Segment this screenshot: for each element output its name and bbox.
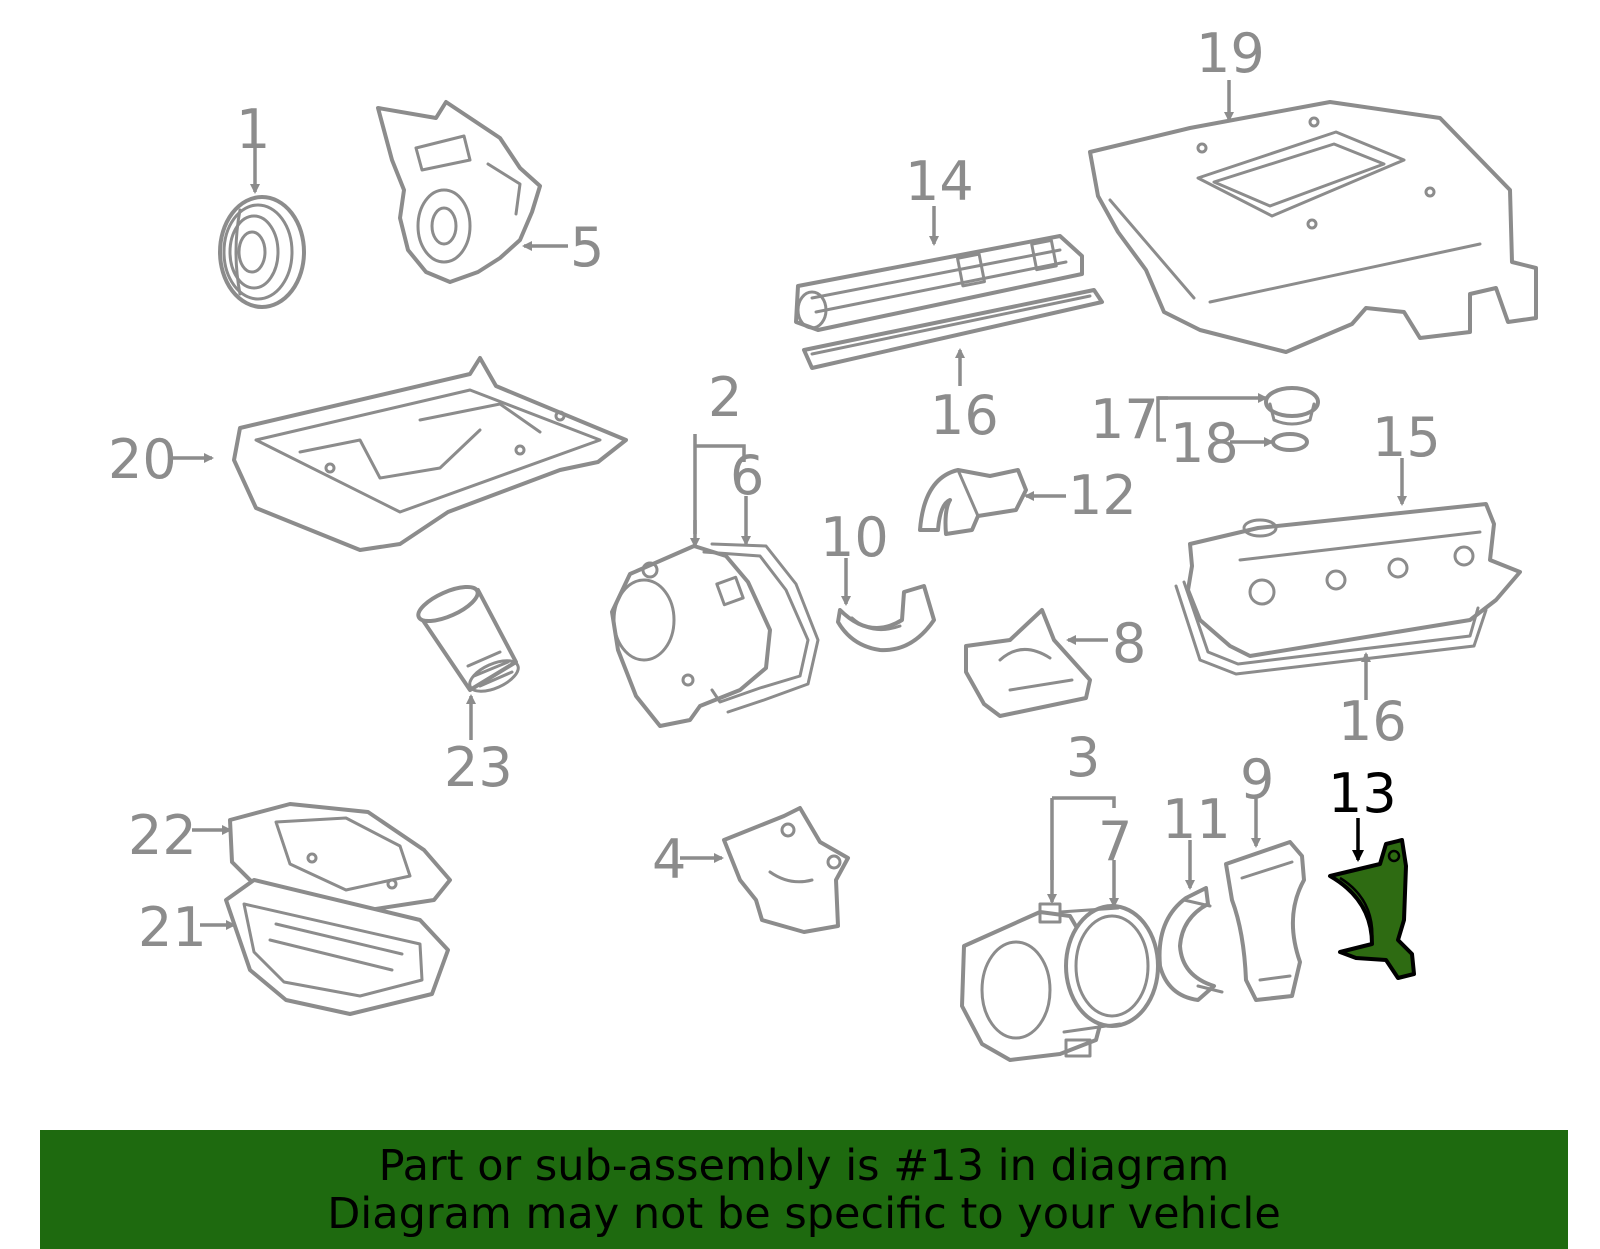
part-6-belt-cover-gasket[interactable] — [702, 542, 820, 714]
leader-17-18 — [1156, 393, 1274, 447]
part-21-lower-oil-pan[interactable] — [224, 878, 450, 1016]
callout-2: 2 — [708, 366, 742, 429]
callout-9: 9 — [1240, 748, 1274, 811]
part-8-bracket[interactable] — [964, 608, 1092, 718]
part-14-cover[interactable] — [794, 234, 1084, 332]
callout-22: 22 — [128, 804, 197, 867]
callout-1: 1 — [236, 98, 270, 161]
part-13-highlighted-bracket[interactable] — [1328, 838, 1416, 980]
info-banner: Part or sub-assembly is #13 in diagram D… — [40, 1130, 1568, 1249]
callout-7: 7 — [1098, 810, 1132, 873]
leader-3-7 — [1047, 796, 1119, 908]
part-16-gasket-upper[interactable] — [802, 288, 1104, 370]
banner-line-part: Part or sub-assembly is #13 in diagram — [378, 1140, 1230, 1191]
part-12-bracket[interactable] — [918, 468, 1028, 536]
callout-18: 18 — [1170, 412, 1239, 475]
callout-14: 14 — [905, 150, 974, 213]
callout-4: 4 — [652, 828, 686, 891]
callout-23: 23 — [444, 736, 513, 799]
callout-15: 15 — [1372, 406, 1441, 469]
part-9-bracket[interactable] — [1224, 840, 1306, 1002]
callout-3: 3 — [1066, 726, 1100, 789]
part-20-oil-pan[interactable] — [232, 356, 628, 552]
callout-16-upper: 16 — [930, 384, 999, 447]
callout-6: 6 — [730, 444, 764, 507]
callout-11: 11 — [1162, 788, 1231, 851]
callout-5: 5 — [570, 216, 604, 279]
part-23-oil-filter[interactable] — [414, 580, 523, 698]
callout-21: 21 — [138, 896, 207, 959]
callout-12: 12 — [1068, 464, 1137, 527]
part-19-engine-cover[interactable] — [1088, 100, 1538, 354]
part-18-cap-gasket[interactable] — [1271, 432, 1309, 452]
banner-line-disclaimer: Diagram may not be specific to your vehi… — [327, 1188, 1281, 1239]
part-17-oil-cap[interactable] — [1264, 386, 1320, 426]
part-16-gasket-lower[interactable] — [1174, 580, 1488, 676]
callout-16-lower: 16 — [1338, 690, 1407, 753]
callout-17: 17 — [1090, 388, 1159, 451]
callout-19: 19 — [1196, 22, 1265, 85]
callout-13: 13 — [1328, 762, 1397, 825]
part-11-bearing[interactable] — [1157, 886, 1224, 1002]
leader-2-6 — [690, 434, 751, 548]
part-10-bearing-cap[interactable] — [836, 584, 936, 653]
part-2-belt-cover[interactable] — [610, 544, 772, 728]
part-5-timing-cover[interactable] — [376, 100, 542, 284]
part-4-bracket[interactable] — [722, 806, 850, 934]
callout-20: 20 — [108, 428, 177, 491]
callout-8: 8 — [1112, 612, 1146, 675]
part-1-crank-pulley[interactable] — [218, 195, 306, 309]
callout-10: 10 — [820, 506, 889, 569]
